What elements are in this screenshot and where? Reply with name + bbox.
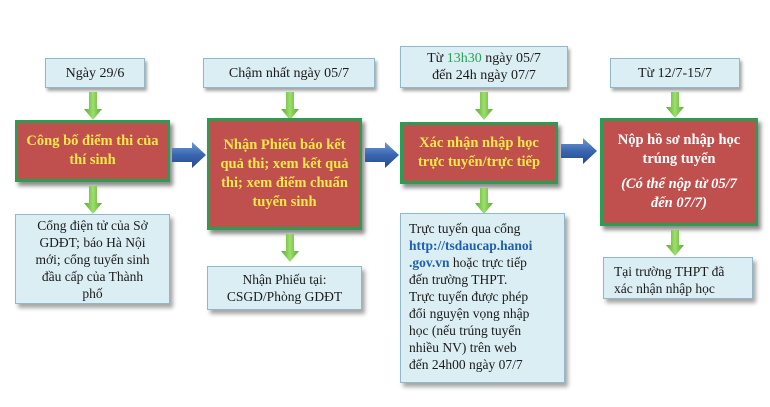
stage2-date-text: Chậm nhất ngày 05/7 [228,65,350,81]
stage3-note-line: Trực tuyến qua cổng [409,221,521,236]
stage3-note-line: đổi nguyện vọng nhập [409,306,530,321]
down-arrow-icon [666,92,684,118]
stage1-note-line: mới; cổng tuyển sinh [35,251,150,267]
down-arrow-icon [84,92,102,120]
stage4-action-sub-line: đến 07/7) [651,195,707,211]
stage1-note-line: GDĐT; báo Hà Nội [39,234,146,250]
stage1-action: Công bố điểm thi của thí sinh [15,120,170,182]
stage4-action-sub-line: (Có thể nộp từ 05/7 [621,176,737,192]
stage4-action-sub: (Có thể nộp từ 05/7 đến 07/7) [621,175,737,213]
stage1-note-line: phố [82,285,103,301]
stage3-date-line1: Từ 13h30 ngày 05/7 [427,50,541,67]
stage2-note-line: Nhận Phiếu tại: [242,272,327,287]
stage1-date-text: Ngày 29/6 [65,65,125,81]
right-arrow-icon [561,138,597,164]
stage4-note: Tại trường THPT đã xác nhận nhập học [603,257,753,299]
stage1-action-line: thí sinh [69,152,116,168]
stage2-action-line: Nhận Phiếu báo kết [223,137,346,153]
stage3-date-prefix: Từ [427,51,447,66]
stage2-note: Nhận Phiếu tại: CSGD/Phòng GDĐT [207,266,362,310]
stage3-note-line: đến trường THPT. [409,272,508,287]
stage3-note-after-link: hoặc trực tiếp [449,255,527,270]
stage3-note-line: đến 24h00 ngày 07/7 [409,357,523,372]
stage3-note-line: học (nếu trúng tuyển [409,323,522,338]
stage1-note: Cổng điện tử của Sở GDĐT; báo Hà Nội mới… [15,214,170,304]
stage3-note-link[interactable]: http://tsdaucap.hanoi [409,238,533,253]
stage2-action-line: quả thi; xem kết quả [220,156,349,172]
right-arrow-icon [365,142,399,168]
stage4-note-line: Tại trường THPT đã [614,264,725,279]
stage4-note-line: xác nhận nhập học [614,281,715,296]
stage4-date-text: Từ 12/7-15/7 [637,65,713,81]
stage1-note-line: đầu cấp của Thành [41,268,144,284]
stage4-action: Nộp hồ sơ nhập học trúng tuyển (Có thể n… [600,118,758,226]
stage4-date: Từ 12/7-15/7 [610,58,740,88]
down-arrow-icon [281,234,299,262]
down-arrow-icon [475,188,493,214]
down-arrow-icon [84,186,102,214]
down-arrow-icon [281,92,299,120]
stage2-note-line: CSGD/Phòng GDĐT [226,289,343,304]
stage3-note: Trực tuyến qua cổng http://tsdaucap.hano… [400,213,565,383]
stage3-date: Từ 13h30 ngày 05/7 đến 24h ngày 07/7 [400,46,568,88]
stage3-date-suffix: ngày 05/7 [481,51,541,66]
stage4-action-line: trúng tuyển [642,151,716,167]
stage1-date: Ngày 29/6 [45,58,145,88]
stage3-action-line: Xác nhận nhập học [419,135,539,151]
stage3-note-line: Trực tuyến được phép [409,289,529,304]
stage3-action-line: trực tuyến/trực tiếp [417,154,541,170]
stage3-note-link[interactable]: .gov.vn [409,255,450,270]
stage3-note-link-line: http://tsdaucap.hanoi [409,237,556,254]
stage3-note-line: nhiều NV) trên web [409,340,517,355]
down-arrow-icon [666,230,684,256]
stage1-note-line: Cổng điện tử của Sở [37,217,148,233]
stage4-action-line: Nộp hồ sơ nhập học [617,132,741,148]
stage2-action: Nhận Phiếu báo kết quả thi; xem kết quả … [207,118,362,230]
stage1-action-line: Công bố điểm thi của [26,133,159,149]
down-arrow-icon [475,92,493,120]
stage3-date-line2: đến 24h ngày 07/7 [432,68,536,83]
stage3-note-link-line: .gov.vn hoặc trực tiếp [409,254,556,271]
stage2-action-line: tuyển sinh [252,194,317,210]
stage3-action: Xác nhận nhập học trực tuyến/trực tiếp [400,122,558,184]
right-arrow-icon [172,142,206,168]
stage2-action-line: thi; xem điểm chuẩn [221,175,348,191]
stage3-date-time: 13h30 [446,51,482,66]
stage2-date: Chậm nhất ngày 05/7 [203,58,375,88]
